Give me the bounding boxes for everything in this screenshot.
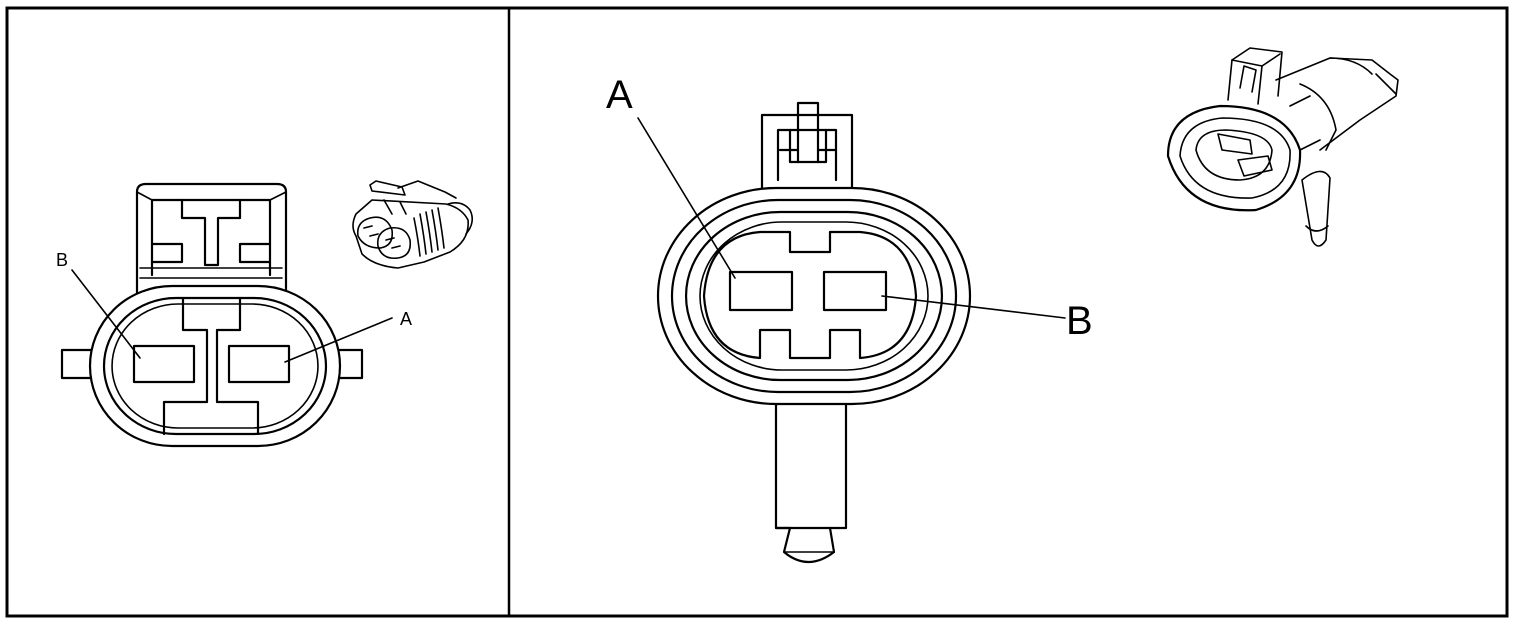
- right-connector-thumbnail: [1166, 47, 1399, 247]
- right-label-b: B: [1066, 299, 1093, 343]
- right-cavity-b: [822, 270, 888, 312]
- left-connector-body: [88, 284, 342, 448]
- right-label-a: A: [606, 73, 633, 117]
- left-leader-a: [284, 317, 393, 363]
- right-connector-latch: [760, 101, 854, 192]
- right-panel: A B: [606, 47, 1399, 564]
- right-connector-body: [656, 186, 972, 406]
- left-label-a: A: [400, 309, 412, 329]
- left-label-b: B: [56, 250, 68, 270]
- left-panel: B A: [56, 180, 474, 448]
- right-leader-a: [637, 117, 736, 279]
- left-cavity-b: [132, 344, 196, 384]
- outer-frame: [5, 6, 1509, 618]
- right-connector-stem: [774, 402, 848, 564]
- right-leader-b: [881, 295, 1066, 319]
- left-connector-latch: [135, 182, 288, 302]
- left-connector-thumbnail: [352, 180, 474, 269]
- right-cavity-a: [728, 270, 794, 312]
- left-leader-b: [71, 269, 141, 359]
- left-cavity-a: [227, 344, 291, 384]
- left-side-tab: [60, 348, 96, 380]
